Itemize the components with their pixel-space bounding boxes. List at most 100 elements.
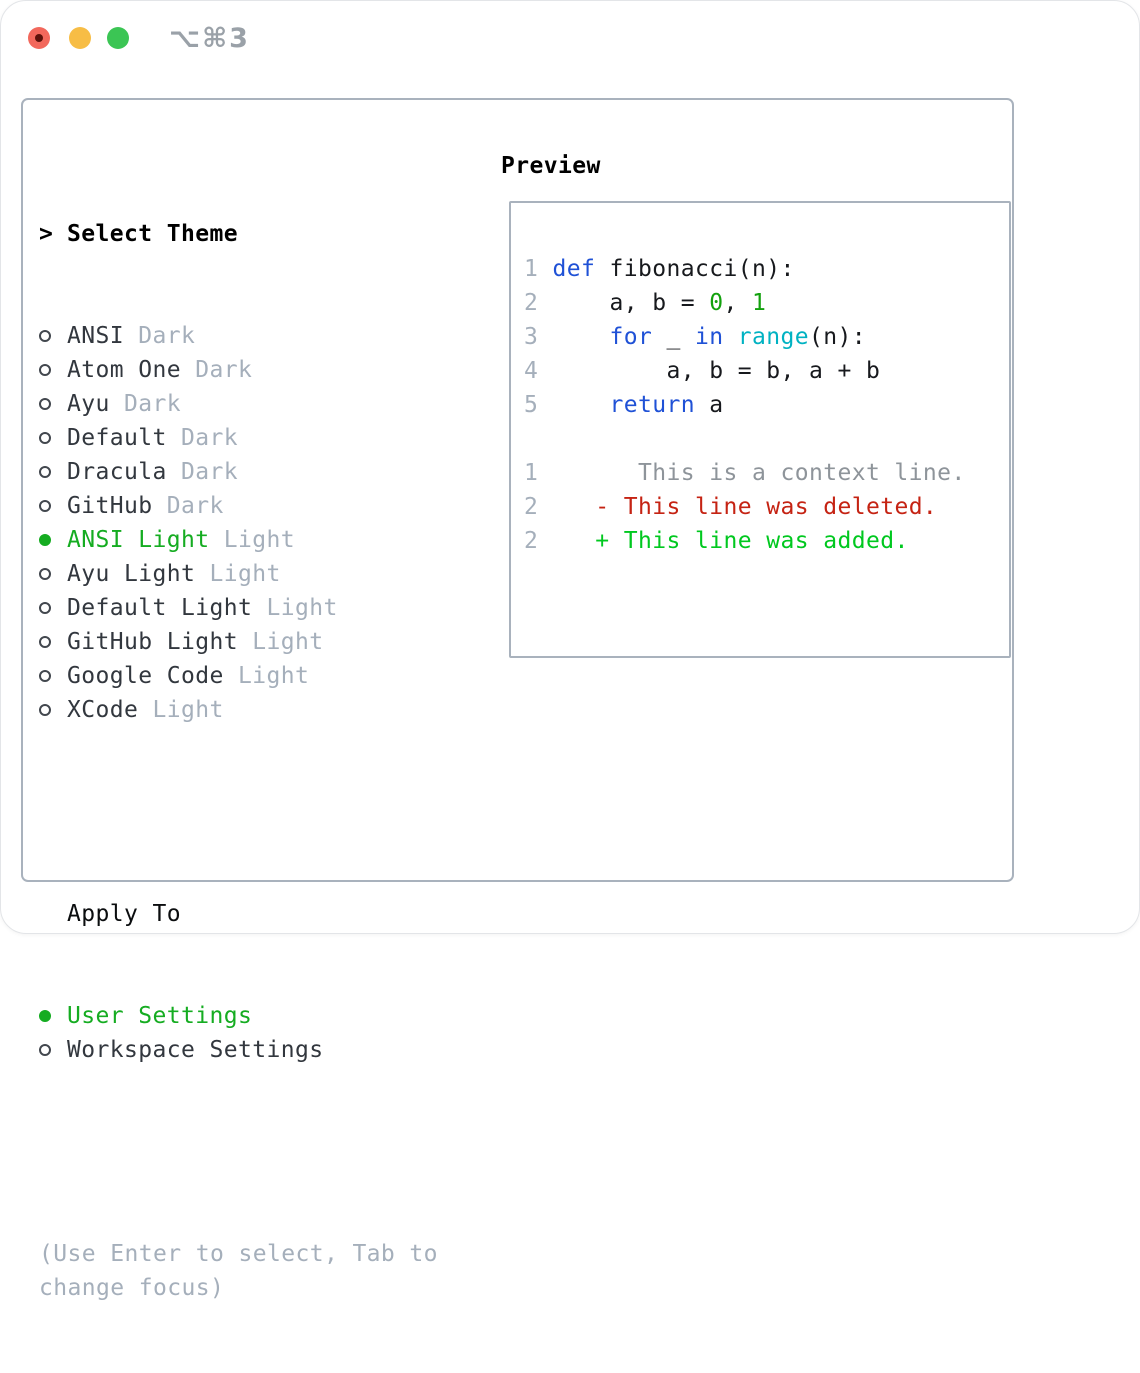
theme-item-default-light[interactable]: Default Light Light <box>39 591 438 625</box>
option-label: GitHub <box>67 493 153 519</box>
code-segment: 1 <box>751 290 767 316</box>
radio-unselected-icon <box>39 330 51 342</box>
hint-line: (Use Enter to select, Tab to <box>39 1241 438 1267</box>
theme-item-ayu-light[interactable]: Ayu Light Light <box>39 557 438 591</box>
apply-to-header: Apply To <box>67 901 181 927</box>
option-variant-label: Dark <box>124 323 196 349</box>
code-segment: This is a context line. <box>552 460 966 486</box>
option-label: User Settings <box>67 1003 253 1029</box>
radio-unselected-icon <box>39 398 51 410</box>
line-number: 1 <box>524 256 553 282</box>
apply-option-user-settings[interactable]: User Settings <box>39 999 438 1033</box>
option-variant-label: Light <box>237 629 324 655</box>
code-line: 2 a, b = 0, 1 <box>524 286 997 320</box>
code-segment <box>553 494 596 520</box>
option-label: Atom One <box>67 357 181 383</box>
option-label: Default <box>67 425 167 451</box>
radio-unselected-icon <box>39 704 51 716</box>
option-label: ANSI Light <box>67 527 210 553</box>
code-line: 2 - This line was deleted. <box>524 490 997 524</box>
line-number: 5 <box>524 392 553 418</box>
option-label: Default Light <box>67 595 253 621</box>
close-button[interactable] <box>28 27 50 49</box>
code-segment: - This line was deleted. <box>595 494 938 520</box>
code-segment: a, b = <box>552 290 710 316</box>
spacer <box>39 1135 438 1169</box>
radio-unselected-icon <box>39 466 51 478</box>
code-segment: + This line was added. <box>595 528 909 554</box>
option-label: Workspace Settings <box>67 1037 324 1063</box>
code-segment <box>553 324 610 350</box>
radio-unselected-icon <box>39 670 51 682</box>
radio-unselected-icon <box>39 364 51 376</box>
select-theme-header: Select Theme <box>67 221 238 247</box>
option-variant-label: Light <box>252 595 338 621</box>
code-segment <box>553 392 610 418</box>
option-label: Ayu <box>67 391 110 417</box>
code-segment: for <box>609 324 653 350</box>
code-segment: , <box>723 290 752 316</box>
keyboard-hint: (Use Enter to select, Tab to change focus… <box>39 1237 438 1305</box>
theme-item-atom-one[interactable]: Atom One Dark <box>39 353 438 387</box>
theme-item-dracula[interactable]: Dracula Dark <box>39 455 438 489</box>
code-segment: _ <box>652 324 695 350</box>
radio-unselected-icon <box>39 636 51 648</box>
option-variant-label: Dark <box>166 459 238 485</box>
select-theme-header-row: > Select Theme <box>39 217 438 251</box>
cursor-indicator: > <box>39 221 54 247</box>
option-label: ANSI <box>67 323 124 349</box>
close-dot-icon <box>35 34 43 42</box>
code-segment <box>724 324 738 350</box>
option-label: GitHub Light <box>67 629 238 655</box>
spacer <box>39 795 438 829</box>
hint-line: change focus) <box>39 1275 225 1301</box>
option-label: Ayu Light <box>67 561 196 587</box>
preview-header: Preview <box>501 153 601 179</box>
code-segment: a <box>694 392 724 418</box>
theme-item-default[interactable]: Default Dark <box>39 421 438 455</box>
code-line: 5 return a <box>524 388 997 422</box>
theme-item-ayu[interactable]: Ayu Dark <box>39 387 438 421</box>
theme-item-google-code[interactable]: Google Code Light <box>39 659 438 693</box>
code-line: 1 def fibonacci(n): <box>524 252 997 286</box>
code-line: 2 + This line was added. <box>524 524 997 558</box>
option-label: Google Code <box>67 663 224 689</box>
code-segment: fibonacci(n): <box>595 256 795 282</box>
theme-item-xcode[interactable]: XCode Light <box>39 693 438 727</box>
code-segment: range <box>737 324 809 350</box>
radio-unselected-icon <box>39 568 51 580</box>
option-label: XCode <box>67 697 139 723</box>
line-number: 1 <box>524 460 553 486</box>
theme-item-ansi[interactable]: ANSI Dark <box>39 319 438 353</box>
theme-item-github-light[interactable]: GitHub Light Light <box>39 625 438 659</box>
radio-unselected-icon <box>39 432 51 444</box>
radio-selected-icon <box>39 1010 51 1022</box>
line-number: 4 <box>524 358 553 384</box>
code-segment <box>553 528 596 554</box>
minimize-button[interactable] <box>69 27 91 49</box>
code-segment: in <box>695 324 724 350</box>
radio-unselected-icon <box>39 1044 51 1056</box>
radio-selected-icon <box>39 534 51 546</box>
line-number: 3 <box>524 324 553 350</box>
apply-option-workspace-settings[interactable]: Workspace Settings <box>39 1033 438 1067</box>
theme-item-github[interactable]: GitHub Dark <box>39 489 438 523</box>
code-line: 3 for _ in range(n): <box>524 320 997 354</box>
option-variant-label: Dark <box>180 357 253 383</box>
line-number: 2 <box>524 290 553 316</box>
theme-item-ansi-light[interactable]: ANSI Light Light <box>39 523 438 557</box>
option-variant-label: Light <box>195 561 281 587</box>
apply-to-header-row: Apply To <box>39 897 438 931</box>
code-line: 4 a, b = b, a + b <box>524 354 997 388</box>
option-variant-label: Light <box>209 527 295 553</box>
option-variant-label: Light <box>138 697 224 723</box>
radio-unselected-icon <box>39 500 51 512</box>
zoom-button[interactable] <box>107 27 129 49</box>
code-line: 1 This is a context line. <box>524 456 997 490</box>
option-variant-label: Dark <box>152 493 224 519</box>
